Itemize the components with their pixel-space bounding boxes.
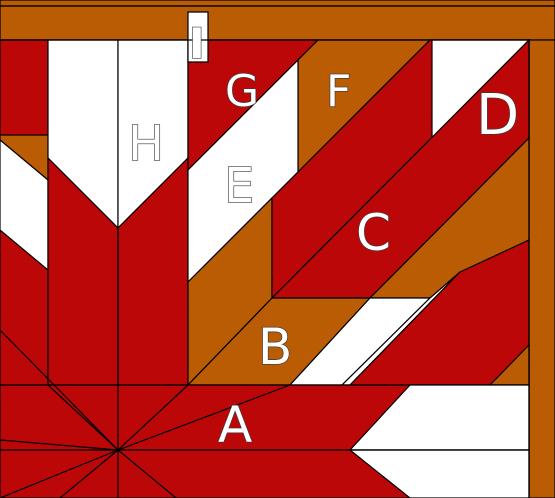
- svg-text:G: G: [225, 66, 259, 117]
- svg-text:A: A: [218, 396, 252, 454]
- label-a: A: [218, 396, 252, 454]
- corner-piece-top-left: [0, 40, 48, 135]
- label-d: D: [476, 83, 519, 148]
- svg-text:B: B: [258, 318, 292, 376]
- label-b: B: [258, 318, 292, 376]
- border-top: [0, 6, 555, 40]
- svg-text:C: C: [356, 204, 391, 262]
- svg-text:I: I: [189, 19, 205, 68]
- label-f: F: [326, 66, 351, 117]
- label-i: I: [189, 19, 205, 68]
- label-g: G: [225, 66, 259, 117]
- label-h: H: [128, 116, 164, 172]
- label-c: C: [356, 204, 391, 262]
- svg-text:D: D: [476, 83, 519, 148]
- border-right: [529, 40, 555, 498]
- svg-text:E: E: [224, 158, 254, 214]
- svg-text:F: F: [326, 66, 351, 117]
- svg-text:H: H: [128, 116, 164, 172]
- label-e: E: [224, 158, 254, 214]
